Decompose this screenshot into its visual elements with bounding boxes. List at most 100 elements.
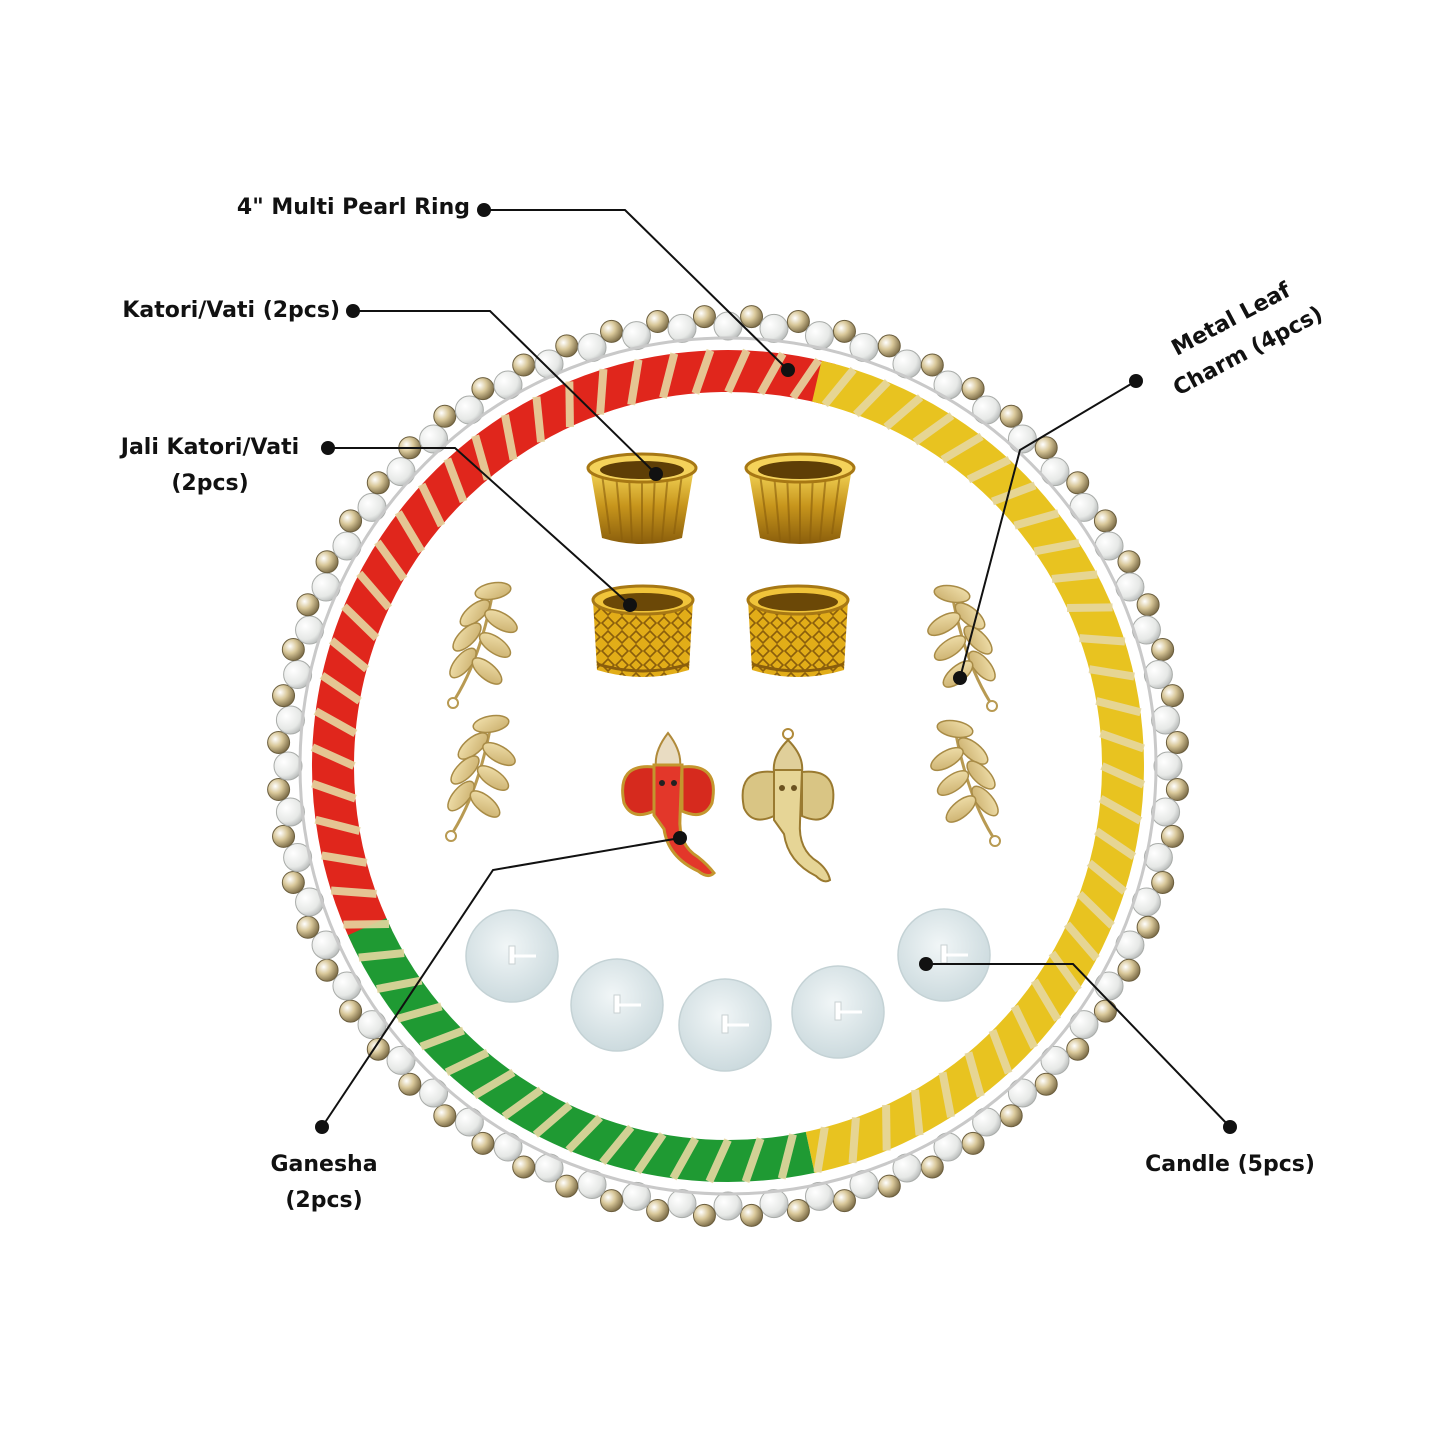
- leader-katori: [353, 310, 657, 475]
- leaf: [459, 599, 491, 627]
- leaf: [930, 746, 964, 772]
- gold-bead: [1093, 999, 1117, 1023]
- pearl-bead: [972, 395, 1002, 425]
- gold-bead: [398, 1072, 422, 1096]
- ribbon-stripe: [724, 348, 751, 394]
- ribbon-stripe: [310, 743, 356, 770]
- leaf-loop: [986, 700, 998, 712]
- gold-bead: [740, 305, 764, 329]
- gold-bead: [512, 1155, 536, 1179]
- gold-bead: [692, 305, 716, 329]
- ribbon-stripe: [813, 1126, 829, 1173]
- ribbon-stripe: [940, 432, 984, 464]
- leaf: [474, 581, 512, 601]
- pearl-bead: [759, 1189, 789, 1219]
- leaf: [968, 650, 996, 682]
- ribbon-stripe: [1051, 570, 1098, 583]
- gold-bead: [267, 730, 291, 754]
- leaf: [945, 795, 977, 823]
- gold-bead: [272, 824, 296, 848]
- pearl-bead: [275, 705, 305, 735]
- ribbon-stripe: [472, 1068, 516, 1100]
- gold-bead: [471, 1131, 495, 1155]
- label-candle: Candle (5pcs): [1145, 1152, 1315, 1177]
- pearl-bead: [1007, 1078, 1037, 1108]
- gold-bead: [339, 509, 363, 533]
- pearl-bead: [1143, 660, 1173, 690]
- gold-ribbon: [310, 348, 1146, 1184]
- ribbon-stripe: [319, 672, 362, 705]
- leaf: [452, 622, 482, 652]
- ring-wire: [298, 336, 1158, 1196]
- leaf: [484, 608, 518, 634]
- gold-bead: [1136, 915, 1160, 939]
- ribbon-stripe: [1095, 697, 1142, 717]
- gold-bead: [920, 1155, 944, 1179]
- gold-bead: [961, 1131, 985, 1155]
- gold-bead: [646, 1198, 670, 1222]
- gold-bead: [1151, 870, 1175, 894]
- pearl-bead: [759, 313, 789, 343]
- pearl-bead: [972, 1107, 1002, 1137]
- gold-bead: [1136, 593, 1160, 617]
- gold-bead: [1034, 1072, 1058, 1096]
- ribbon-stripe: [418, 482, 446, 528]
- ribbon-stripe: [627, 359, 643, 406]
- leaf: [482, 741, 516, 767]
- leaf: [457, 732, 489, 760]
- gold-bead: [692, 1203, 716, 1227]
- tea-light-candle: [678, 978, 772, 1072]
- leaf: [449, 647, 477, 679]
- leaf: [936, 770, 970, 796]
- gold-bead: [832, 1189, 856, 1213]
- gold-bead: [471, 377, 495, 401]
- ganesha-gold: [741, 728, 835, 883]
- pearl-bead: [1040, 1045, 1070, 1075]
- ribbon-stripe: [741, 1137, 765, 1183]
- ribbon-stripe: [330, 886, 377, 898]
- gold-bead: [296, 915, 320, 939]
- leaf-loop: [447, 697, 459, 709]
- gold-bead: [600, 319, 624, 343]
- ribbon-stripe: [1030, 978, 1062, 1022]
- pearl-bead: [1040, 457, 1070, 487]
- gold-bead: [366, 471, 390, 495]
- pearl-bead: [1007, 424, 1037, 454]
- ribbon-stripe: [374, 539, 408, 582]
- pearl-bead: [454, 395, 484, 425]
- ribbon-stripe: [1010, 1004, 1038, 1050]
- gold-bead: [339, 999, 363, 1023]
- label-jali-katori: Jali Katori/Vati (2pcs): [100, 430, 320, 502]
- ganesha-red: [621, 731, 716, 878]
- tea-light-candle: [465, 909, 559, 1003]
- leaf: [469, 790, 501, 818]
- leaf: [933, 584, 971, 604]
- leaf: [936, 719, 974, 739]
- jali-katori: [591, 584, 695, 677]
- gold-bead: [1117, 550, 1141, 574]
- gold-bead: [512, 353, 536, 377]
- ribbon-stripe: [501, 414, 518, 461]
- label-pearl-ring: 4" Multi Pearl Ring: [236, 195, 470, 220]
- green-thread: [347, 918, 815, 1182]
- gold-bead: [1160, 684, 1184, 708]
- gold-bead: [1034, 436, 1058, 460]
- leaf: [472, 714, 510, 734]
- pearl-bead: [667, 313, 697, 343]
- ribbon-stripe: [358, 949, 405, 962]
- pearl-bead: [622, 1181, 652, 1211]
- gold-bead: [877, 1174, 901, 1198]
- ribbon-stripe: [1099, 729, 1145, 753]
- pearl-bead: [386, 1045, 416, 1075]
- ribbon-stripe: [443, 457, 468, 503]
- ribbon-stripe: [966, 456, 1012, 484]
- ribbon-stripe: [419, 1026, 465, 1051]
- leaf-charm: [927, 584, 998, 712]
- tea-light-candle: [570, 958, 664, 1052]
- bead-border: [267, 305, 1189, 1227]
- ribbon-stripe: [314, 815, 361, 835]
- ribbon-stripe: [1066, 603, 1113, 612]
- ribbon-stripe: [328, 637, 370, 673]
- leaf-charm: [930, 719, 1001, 847]
- gold-bead: [786, 310, 810, 334]
